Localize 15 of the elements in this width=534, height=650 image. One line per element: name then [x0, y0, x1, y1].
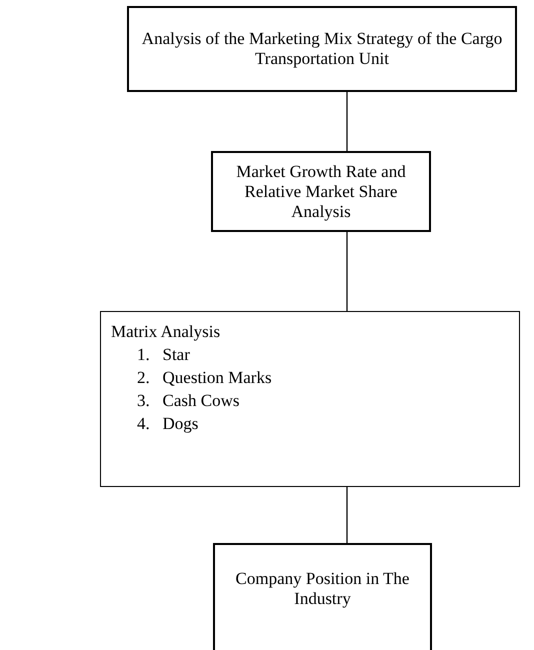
- box-label: Company Position in The Industry: [234, 569, 410, 609]
- box-label: Analysis of the Marketing Mix Strategy of the Cargo Transportation Unit: [140, 29, 504, 69]
- list-item: 1. Star: [136, 344, 190, 366]
- connector-line: [346, 487, 348, 543]
- connector-line: [346, 232, 348, 311]
- process-box: [213, 543, 432, 650]
- box-heading: Matrix Analysis: [111, 321, 222, 343]
- process-box: [211, 151, 431, 232]
- process-box: [127, 6, 517, 92]
- connector-line: [346, 92, 348, 151]
- process-box: [100, 311, 520, 487]
- list-item: 2. Question Marks: [136, 367, 272, 389]
- list-item: 3. Cash Cows: [136, 390, 240, 412]
- list-item: 4. Dogs: [136, 413, 198, 435]
- box-label: Market Growth Rate and Relative Market Share Analysis: [235, 162, 407, 222]
